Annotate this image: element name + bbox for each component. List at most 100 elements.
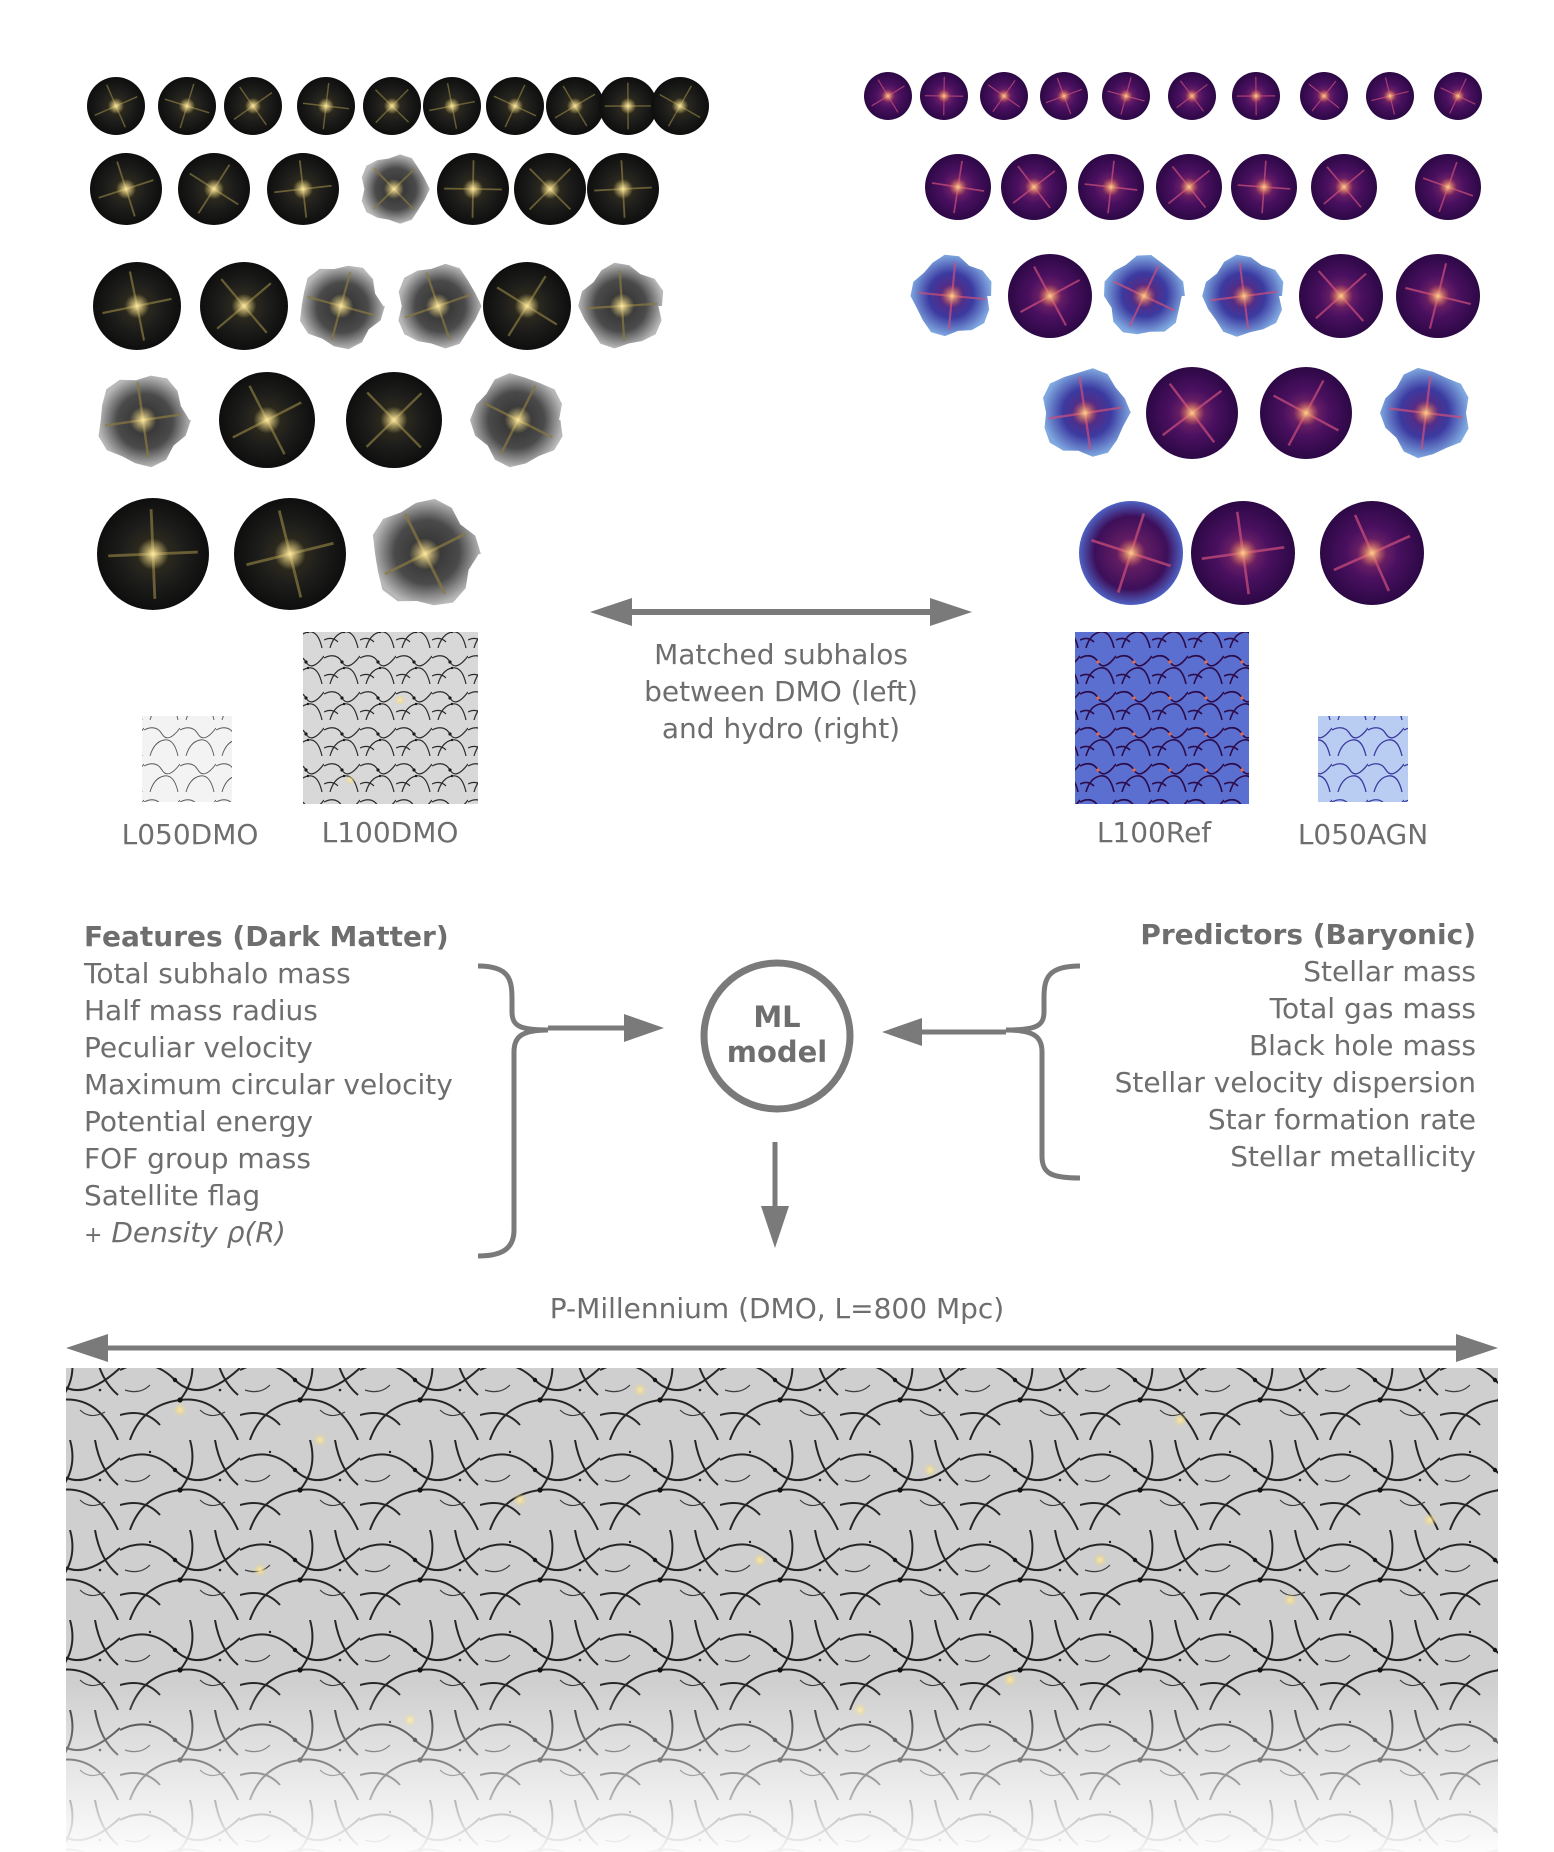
- dmo-subhalo-thumb: [372, 498, 481, 606]
- hydro-subhalo-thumb: [1156, 154, 1222, 220]
- hydro-subhalo-thumb: [1104, 255, 1185, 335]
- hydro-subhalo-thumb: [1231, 154, 1297, 220]
- hydro-subhalo-thumb: [1008, 254, 1092, 338]
- feature-item: Half mass radius: [84, 994, 318, 1027]
- hydro-subhalo-thumb: [1299, 254, 1383, 338]
- predictor-item: Star formation rate: [1207, 1103, 1476, 1136]
- feature-item: Peculiar velocity: [84, 1031, 313, 1064]
- dmo-subhalo-thumb: [514, 153, 586, 225]
- l050dmo-box: [142, 716, 232, 802]
- features-to-model-arrow: [548, 1014, 664, 1042]
- dmo-subhalo-thumb: [346, 372, 442, 468]
- predictor-item: Black hole mass: [1248, 1029, 1476, 1062]
- l050agn-label: L050AGN: [1297, 818, 1429, 851]
- hydro-subhalo-thumb: [1311, 154, 1377, 220]
- dmo-subhalo-thumb: [219, 372, 315, 468]
- dmo-subhalo-thumb: [470, 373, 563, 468]
- l100ref-label: L100Ref: [1096, 816, 1212, 849]
- hydro-subhalo-thumb: [1434, 72, 1482, 120]
- dmo-subhalo-thumb: [97, 498, 209, 610]
- dmo-subhalo-thumb: [200, 262, 288, 350]
- hydro-subhalo-thumb: [1102, 72, 1150, 120]
- hydro-subhalo-thumb: [1146, 367, 1238, 459]
- hydro-subhalo-thumb: [910, 254, 992, 337]
- hydro-subhalo-thumb: [920, 72, 968, 120]
- predictor-item: Stellar metallicity: [1230, 1140, 1476, 1173]
- hydro-subhalo-thumb: [1380, 367, 1469, 459]
- dmo-subhalo-thumb: [363, 77, 421, 135]
- hydro-subhalo-thumb: [1168, 72, 1216, 120]
- matched-subhalos-caption: Matched subhalos between DMO (left) and …: [644, 638, 918, 745]
- l100dmo-box: [303, 632, 478, 804]
- l050agn-box: [1318, 716, 1408, 802]
- hydro-subhalo-thumb: [1396, 254, 1480, 338]
- dmo-subhalo-thumb: [361, 154, 430, 224]
- l100dmo-label: L100DMO: [321, 816, 459, 849]
- predictors-to-model-arrow: [882, 1018, 1006, 1046]
- hydro-subhalo-thumb: [1078, 154, 1144, 220]
- hydro-subhalo-thumb: [1040, 72, 1088, 120]
- dmo-subhalo-thumb: [486, 77, 544, 135]
- dmo-subhalo-thumb: [599, 77, 657, 135]
- hydro-subhalo-thumb: [1001, 154, 1067, 220]
- dmo-subhalo-thumb: [178, 153, 250, 225]
- matched-double-arrow: [590, 598, 972, 626]
- hydro-subhalo-thumb: [1415, 154, 1481, 220]
- features-list: Features (Dark Matter) Total subhalo mas…: [84, 918, 504, 1254]
- feature-item: Potential energy: [84, 1105, 314, 1138]
- ml-model-label: ML model: [726, 1000, 828, 1069]
- dmo-subhalo-thumb: [90, 153, 162, 225]
- predictor-item: Total gas mass: [1269, 992, 1476, 1025]
- predictors-list: Predictors (Baryonic) Stellar mass Total…: [1090, 916, 1476, 1175]
- hydro-subhalo-thumb: [1191, 501, 1295, 605]
- model-output-arrow: [761, 1142, 789, 1248]
- hydro-subhalo-thumb: [1232, 72, 1280, 120]
- features-brace: [477, 963, 549, 1259]
- dmo-subhalo-thumb: [483, 262, 571, 350]
- dmo-subhalo-gallery: [87, 77, 709, 610]
- dmo-subhalo-thumb: [398, 263, 482, 349]
- dmo-subhalo-thumb: [587, 153, 659, 225]
- feature-item: Total subhalo mass: [84, 957, 351, 990]
- hydro-subhalo-thumb: [864, 72, 912, 120]
- hydro-subhalo-thumb: [1366, 72, 1414, 120]
- dmo-subhalo-thumb: [87, 77, 145, 135]
- feature-item: FOF group mass: [84, 1142, 311, 1175]
- features-title: Features (Dark Matter): [84, 920, 449, 953]
- pmillennium-simulation-image: [66, 1368, 1498, 1852]
- dmo-subhalo-thumb: [437, 153, 509, 225]
- feature-item-density: + Density ρ(R): [84, 1216, 286, 1249]
- predictors-title: Predictors (Baryonic): [1140, 918, 1476, 951]
- hydro-subhalo-thumb: [1079, 501, 1183, 605]
- feature-item: Maximum circular velocity: [84, 1068, 453, 1101]
- dmo-subhalo-thumb: [297, 77, 355, 135]
- hydro-subhalo-thumb: [1260, 367, 1352, 459]
- dmo-subhalo-thumb: [578, 262, 664, 349]
- hydro-subhalo-thumb: [1300, 72, 1348, 120]
- hydro-subhalo-gallery: [864, 72, 1482, 605]
- hydro-subhalo-thumb: [1202, 254, 1284, 337]
- dmo-subhalo-thumb: [423, 77, 481, 135]
- pmillennium-extent-arrow: [66, 1334, 1498, 1362]
- hydro-subhalo-thumb: [1043, 368, 1131, 457]
- dmo-subhalo-thumb: [224, 77, 282, 135]
- dmo-subhalo-thumb: [93, 262, 181, 350]
- dmo-subhalo-thumb: [267, 153, 339, 225]
- dmo-subhalo-thumb: [234, 498, 346, 610]
- predictor-item: Stellar mass: [1303, 955, 1476, 988]
- predictors-brace: [1005, 963, 1081, 1181]
- dmo-subhalo-thumb: [651, 77, 709, 135]
- pmillennium-caption: P-Millennium (DMO, L=800 Mpc): [549, 1292, 1005, 1325]
- dmo-subhalo-thumb: [300, 265, 385, 350]
- l050dmo-label: L050DMO: [121, 818, 259, 851]
- dmo-subhalo-thumb: [546, 77, 604, 135]
- dmo-subhalo-thumb: [158, 77, 216, 135]
- feature-item: Satellite flag: [84, 1179, 261, 1212]
- hydro-subhalo-thumb: [925, 154, 991, 220]
- predictor-item: Stellar velocity dispersion: [1114, 1066, 1476, 1099]
- dmo-subhalo-thumb: [98, 375, 191, 468]
- l100ref-box: [1075, 632, 1249, 804]
- hydro-subhalo-thumb: [1320, 501, 1424, 605]
- ml-model-node: [700, 959, 854, 1113]
